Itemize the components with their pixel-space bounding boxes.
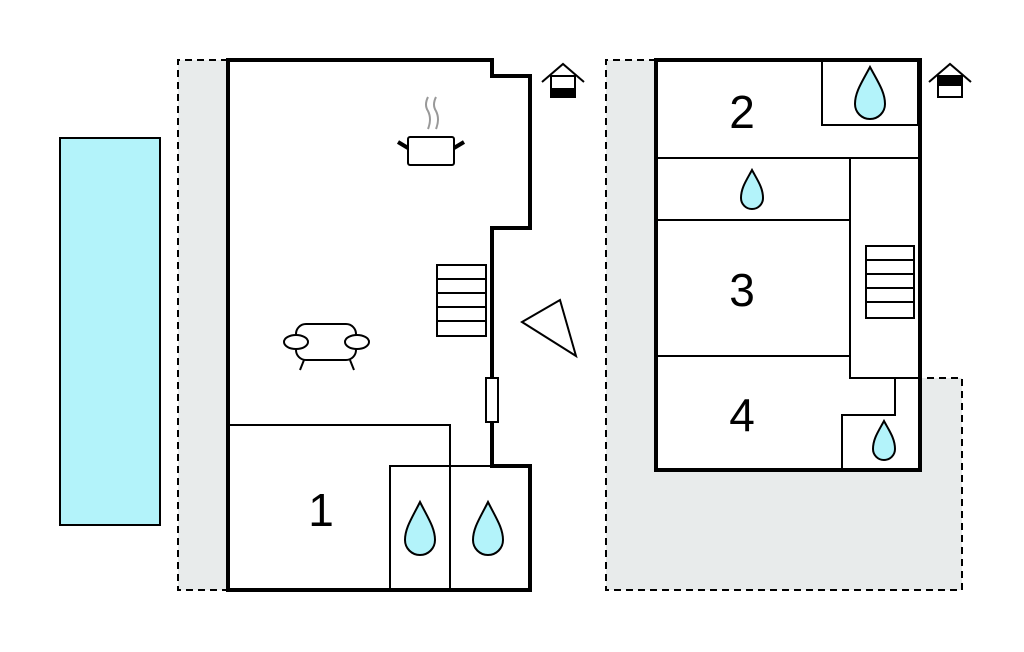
house-icon bbox=[928, 62, 972, 98]
terrace-right bbox=[606, 60, 962, 590]
water-drop-icon bbox=[871, 418, 897, 461]
water-drop-icon bbox=[739, 167, 765, 210]
water-drop-icon bbox=[403, 499, 437, 556]
sofa-icon bbox=[283, 323, 370, 371]
room-label-4: 4 bbox=[729, 389, 755, 441]
stairs-icon bbox=[865, 245, 915, 319]
room-label-2: 2 bbox=[729, 86, 755, 138]
terrace-left bbox=[178, 60, 228, 590]
stairs-icon bbox=[436, 264, 487, 337]
window bbox=[485, 377, 499, 423]
room-label-3: 3 bbox=[729, 264, 755, 316]
kitchen-pot-icon bbox=[396, 96, 466, 166]
building-ground-floor bbox=[226, 58, 532, 592]
pool bbox=[59, 137, 161, 526]
house-icon bbox=[541, 62, 585, 98]
room-label-1: 1 bbox=[308, 484, 334, 536]
water-drop-icon bbox=[471, 499, 505, 556]
compass-icon bbox=[520, 298, 578, 359]
water-drop-icon bbox=[853, 64, 887, 120]
